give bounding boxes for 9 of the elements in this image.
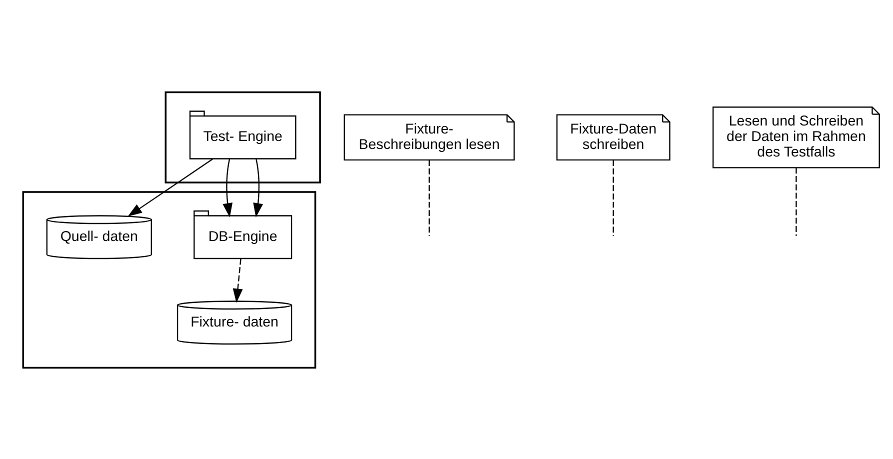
arrow — [128, 158, 214, 216]
cluster — [164, 90, 321, 183]
connector — [612, 160, 614, 236]
arrow — [253, 158, 264, 217]
connector — [428, 160, 430, 236]
cluster — [22, 190, 316, 368]
arrow — [232, 258, 243, 302]
arrow — [222, 158, 233, 217]
connector — [796, 167, 797, 236]
